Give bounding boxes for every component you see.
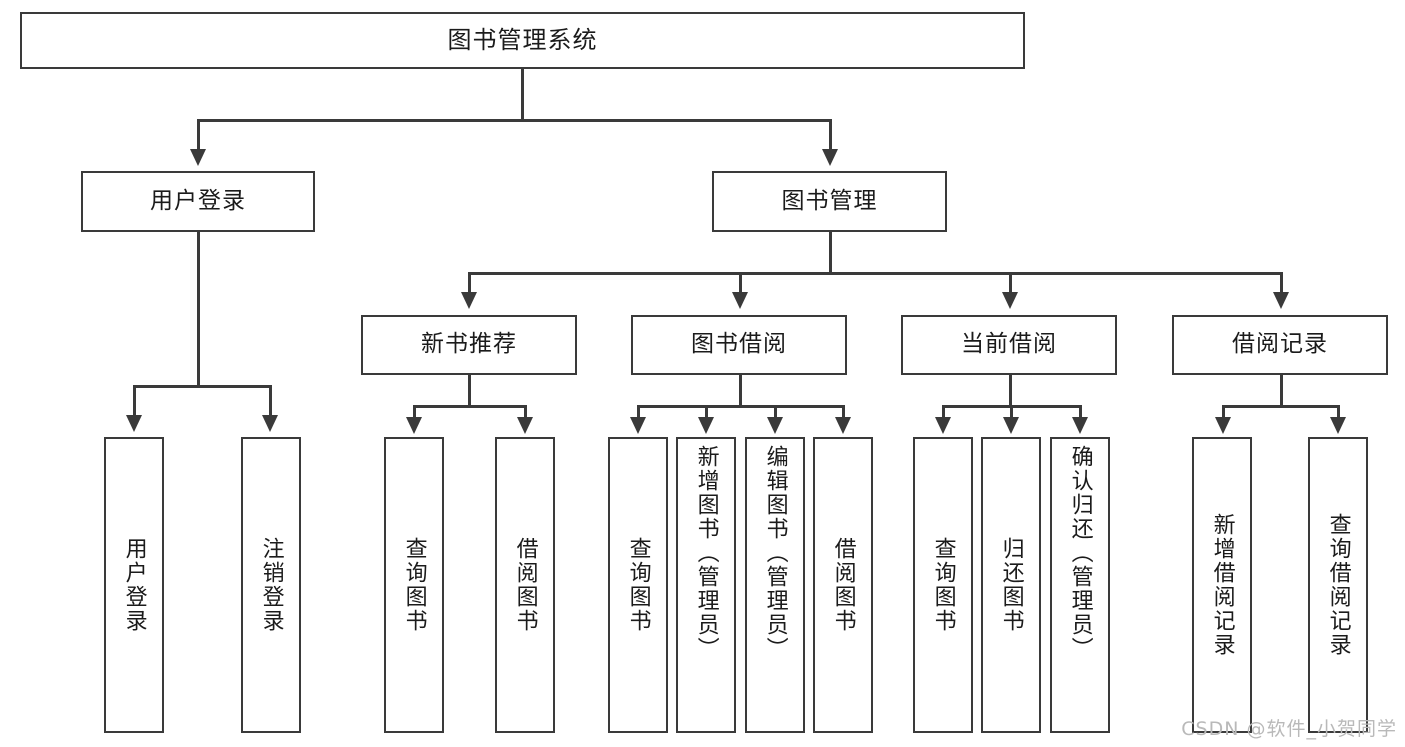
node-label: 新书推荐 (421, 331, 517, 358)
connector-borrow-record-bus (1222, 405, 1339, 408)
arrow-borrow-record-leaf-1 (1215, 417, 1231, 434)
connector-book-manage-bus (468, 272, 1282, 275)
arrow-to-current-borrow (1002, 292, 1018, 309)
node-label: 查询借阅记录 (1325, 513, 1351, 657)
arrow-new-book-leaf-1 (406, 417, 422, 434)
leaf-borrow-record-add[interactable]: 新增借阅记录 (1192, 437, 1252, 733)
connector-book-manage-stem (829, 232, 832, 274)
node-new-book-recommend[interactable]: 新书推荐 (361, 315, 577, 375)
node-book-borrow[interactable]: 图书借阅 (631, 315, 847, 375)
connector-current-borrow-drop-1 (942, 405, 945, 419)
leaf-borrow-record-query[interactable]: 查询借阅记录 (1308, 437, 1368, 733)
leaf-new-book-query[interactable]: 查询图书 (384, 437, 444, 733)
leaf-user-login-signin[interactable]: 用户登录 (104, 437, 164, 733)
leaf-user-login-signout[interactable]: 注销登录 (241, 437, 301, 733)
node-label: 图书管理系统 (447, 26, 598, 55)
connector-borrow-record-drop-2 (1337, 405, 1340, 419)
arrow-user-login-leaf-1 (126, 415, 142, 432)
arrow-to-borrow-record (1273, 292, 1289, 309)
connector-root-bus (197, 119, 830, 122)
connector-new-book-drop-2 (524, 405, 527, 419)
arrow-to-user-login (190, 149, 206, 166)
node-root-system[interactable]: 图书管理系统 (20, 12, 1025, 69)
connector-user-login-drop-1 (133, 385, 136, 417)
node-label: 查询图书 (401, 537, 427, 633)
connector-book-borrow-drop-3 (774, 405, 777, 419)
node-label: 新增借阅记录 (1209, 513, 1235, 657)
connector-book-manage-drop-2 (739, 272, 742, 294)
arrow-to-new-book (461, 292, 477, 309)
connector-book-borrow-drop-4 (842, 405, 845, 419)
node-label: 查询图书 (625, 537, 651, 633)
connector-book-borrow-drop-2 (705, 405, 708, 419)
node-label: 注销登录 (258, 537, 284, 633)
arrow-book-borrow-leaf-1 (630, 417, 646, 434)
leaf-book-borrow-query[interactable]: 查询图书 (608, 437, 668, 733)
connector-new-book-stem (468, 375, 471, 407)
arrow-current-borrow-leaf-3 (1072, 417, 1088, 434)
node-label: 借阅记录 (1232, 331, 1328, 358)
connector-book-borrow-stem (739, 375, 742, 407)
connector-current-borrow-drop-3 (1079, 405, 1082, 419)
arrow-to-book-manage (822, 149, 838, 166)
node-label: 查询图书 (930, 537, 956, 633)
arrow-to-book-borrow (732, 292, 748, 309)
connector-book-manage-drop-3 (1009, 272, 1012, 294)
leaf-new-book-borrow[interactable]: 借阅图书 (495, 437, 555, 733)
leaf-book-borrow-add[interactable]: 新增图书（管理员） (676, 437, 736, 733)
watermark-text: CSDN @软件_小贺同学 (1181, 718, 1397, 740)
node-label: 用户登录 (150, 187, 246, 214)
node-label: 用户登录 (121, 537, 147, 633)
node-label: 归还图书 (998, 537, 1024, 633)
connector-new-book-bus (413, 405, 526, 408)
node-label: 编辑图书（管理员） (762, 445, 788, 661)
node-user-login[interactable]: 用户登录 (81, 171, 315, 232)
connector-user-login-bus (133, 385, 269, 388)
node-label: 图书管理 (781, 187, 878, 214)
arrow-current-borrow-leaf-2 (1003, 417, 1019, 434)
connector-user-login-stem (197, 232, 200, 387)
node-label: 图书借阅 (691, 331, 787, 358)
connector-borrow-record-stem (1280, 375, 1283, 407)
arrow-book-borrow-leaf-3 (767, 417, 783, 434)
connector-book-borrow-bus (637, 405, 843, 408)
node-book-manage[interactable]: 图书管理 (712, 171, 947, 232)
connector-book-borrow-drop-1 (637, 405, 640, 419)
connector-book-manage-drop-4 (1280, 272, 1283, 294)
arrow-current-borrow-leaf-1 (935, 417, 951, 434)
leaf-book-borrow-lend[interactable]: 借阅图书 (813, 437, 873, 733)
arrow-borrow-record-leaf-2 (1330, 417, 1346, 434)
arrow-book-borrow-leaf-4 (835, 417, 851, 434)
node-label: 当前借阅 (961, 331, 1057, 358)
leaf-current-borrow-return[interactable]: 归还图书 (981, 437, 1041, 733)
connector-book-manage-drop-1 (468, 272, 471, 294)
node-borrow-record[interactable]: 借阅记录 (1172, 315, 1388, 375)
connector-root-stem (521, 69, 524, 121)
connector-borrow-record-drop-1 (1222, 405, 1225, 419)
leaf-current-borrow-query[interactable]: 查询图书 (913, 437, 973, 733)
arrow-new-book-leaf-2 (517, 417, 533, 434)
node-label: 确认归还（管理员） (1067, 445, 1093, 661)
arrow-book-borrow-leaf-2 (698, 417, 714, 434)
node-label: 借阅图书 (512, 537, 538, 633)
leaf-book-borrow-edit[interactable]: 编辑图书（管理员） (745, 437, 805, 733)
node-label: 借阅图书 (830, 537, 856, 633)
connector-current-borrow-stem (1009, 375, 1012, 407)
connector-to-user-login (197, 119, 200, 151)
leaf-current-borrow-confirm-return[interactable]: 确认归还（管理员） (1050, 437, 1110, 733)
node-label: 新增图书（管理员） (693, 445, 719, 661)
connector-user-login-drop-2 (269, 385, 272, 417)
connector-new-book-drop-1 (413, 405, 416, 419)
arrow-user-login-leaf-2 (262, 415, 278, 432)
connector-to-book-manage (829, 119, 832, 151)
connector-current-borrow-drop-2 (1010, 405, 1013, 419)
node-current-borrow[interactable]: 当前借阅 (901, 315, 1117, 375)
